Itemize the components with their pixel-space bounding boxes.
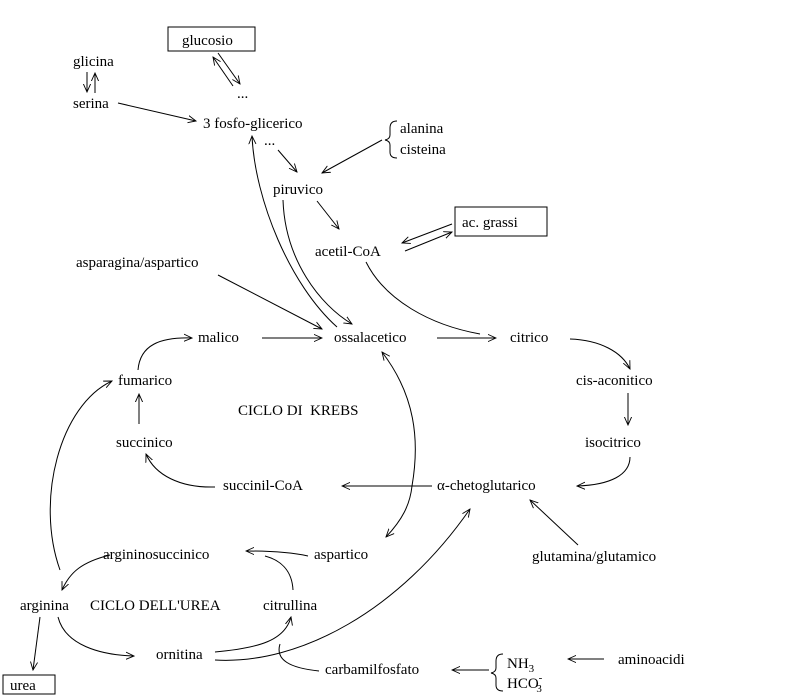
node-cis-aconitico: cis-aconitico [576, 373, 653, 389]
arrow-alanina-piruvico [322, 139, 383, 173]
arrow-succinilcoa-succinico [146, 454, 216, 488]
arrow-acetilcoa-acgrassi [404, 232, 452, 252]
arrow-acgrassi-acetilcoa [402, 223, 453, 243]
arrow-ossalacetico-fosfoglicerico [252, 136, 338, 328]
node-aspartico: aspartico [314, 547, 368, 563]
node-ac-grassi: ac. grassi [462, 215, 518, 231]
arrow-asparagina-ossalacetico [217, 274, 322, 329]
label-ciclo-dell-urea: CICLO DELL'UREA [90, 598, 221, 614]
arrow-aspartico-argininosuccinico [246, 551, 309, 557]
node-carbamilfosfato: carbamilfosfato [325, 662, 419, 678]
arrow-citrico-cisaconitico [569, 338, 630, 369]
node-3-fosfo-glicerico: 3 fosfo-glicerico [203, 116, 303, 132]
arrow-ornitina-chetoglutarico [214, 509, 470, 661]
arrow-citrullina-argininosuccinico [264, 555, 294, 591]
arrow-chetoglutarico-ossalacetico [382, 352, 416, 487]
node-argininosuccinico: argininosuccinico [103, 547, 209, 563]
arrow-serina-fosfoglicerico [117, 102, 196, 121]
node-piruvico: piruvico [273, 182, 323, 198]
node-alpha-chetoglutarico: α-chetoglutarico [437, 478, 536, 494]
node-aminoacidi: aminoacidi [618, 652, 685, 668]
label-ciclo-di-krebs: CICLO DI KREBS [238, 403, 358, 419]
node-glutamina-glutamico: glutamina/glutamico [532, 549, 656, 565]
node-isocitrico: isocitrico [585, 435, 641, 451]
urea-box [2, 674, 56, 695]
arrow-acetilcoa-citrico [365, 261, 481, 335]
arrow-glucosio-up [213, 57, 234, 87]
arrow-carbamilfosfato-citrullina [278, 643, 320, 672]
ellipsis-top: ... [237, 86, 248, 102]
ac-grassi-box [454, 206, 548, 237]
arrow-arginina-urea [33, 616, 41, 670]
arrow-isocitrico-chetoglutarico [577, 456, 631, 486]
arrow-ellipsis-piruvico [277, 149, 297, 172]
node-glicina: glicina [73, 54, 114, 70]
arrow-argininosuccinico-arginina [61, 554, 111, 590]
node-malico: malico [198, 330, 239, 346]
brace-nh3-hco3 [490, 653, 504, 692]
node-alanina: alanina [400, 121, 444, 137]
arrow-fumarico-malico [137, 338, 192, 371]
node-citrullina: citrullina [263, 598, 317, 614]
glucosio-box [167, 26, 256, 52]
node-acetil-coa: acetil-CoA [315, 244, 381, 260]
arrow-glutamina-chetoglutarico [530, 500, 579, 546]
node-hco3: HCO-3 [507, 672, 543, 695]
node-serina: serina [73, 96, 109, 112]
brace-alanina-cisteina [384, 120, 398, 159]
node-arginina: arginina [20, 598, 69, 614]
node-ossalacetico: ossalacetico [334, 330, 406, 346]
arrow-piruvico-ossalacetico [282, 199, 352, 324]
arrow-piruvico-acetilcoa [316, 200, 339, 229]
node-cisteina: cisteina [400, 142, 446, 158]
node-fumarico: fumarico [118, 373, 172, 389]
node-succinil-coa: succinil-CoA [223, 478, 303, 494]
node-succinico: succinico [116, 435, 173, 451]
arrow-glucosio-down [217, 52, 240, 84]
arrow-arginina-ornitina [57, 616, 134, 656]
node-citrico: citrico [510, 330, 548, 346]
ellipsis-mid: ... [264, 133, 275, 149]
node-asparagina-aspartico: asparagina/aspartico [76, 255, 198, 271]
arrow-arginina-fumarico [49, 381, 112, 571]
arrow-ornitina-citrullina [214, 617, 291, 653]
node-ornitina: ornitina [156, 647, 203, 663]
node-urea: urea [10, 678, 36, 694]
node-nh3: NH3 [507, 656, 535, 675]
node-glucosio: glucosio [182, 33, 233, 49]
arrow-chetoglutarico-aspartico [386, 485, 413, 537]
